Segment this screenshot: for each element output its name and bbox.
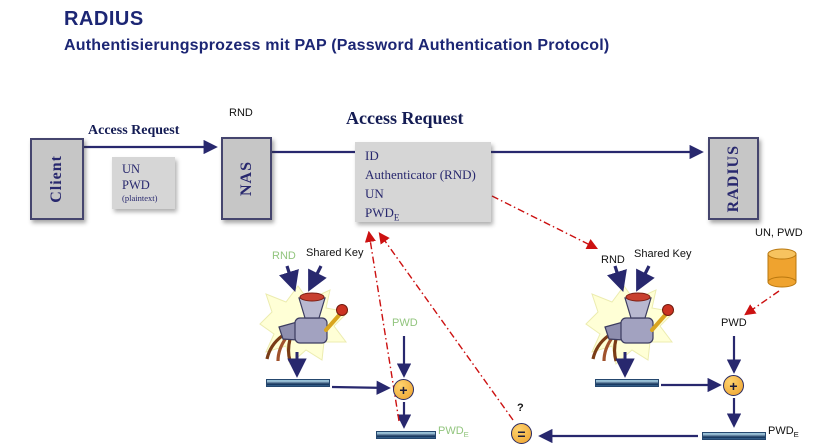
credentials-un: UN <box>122 162 141 176</box>
ref-arrow-compare-to-packet <box>378 232 514 421</box>
arrow-right-sharedkey-into-grinder <box>636 265 655 292</box>
access-request-label-main: Access Request <box>346 108 464 128</box>
packet-field-id: ID <box>365 148 379 163</box>
client-node: Client <box>30 138 84 220</box>
nas-node: NAS <box>221 137 272 220</box>
credential-store-cylinder-icon <box>767 248 797 288</box>
access-request-label-left: Access Request <box>88 123 180 138</box>
arrow-left-hash-to-plus <box>331 380 391 395</box>
client-node-label: Client <box>48 155 65 203</box>
rnd-above-nas-label: RND <box>229 107 253 119</box>
nas-node-label: NAS <box>237 160 255 196</box>
right-pwd-e-label: PWDE <box>768 425 799 440</box>
right-pwd-e-bar <box>702 432 766 440</box>
left-pwd-e-label: PWDE <box>438 425 469 440</box>
right-hash-result-bar <box>595 379 659 387</box>
right-plus-operator: + <box>723 375 744 396</box>
hash-grinder-right-icon <box>584 284 676 366</box>
ref-arrow-packet-to-right-rnd <box>491 195 599 250</box>
arrow-left-sharedkey-into-grinder <box>308 265 327 292</box>
page-subtitle: Authentisierungsprozess mit PAP (Passwor… <box>64 37 610 54</box>
packet-field-pwd-e: PWDE <box>365 205 400 223</box>
credentials-box: UN PWD (plaintext) <box>112 157 175 209</box>
hash-grinder-left-icon <box>258 284 350 366</box>
packet-box: ID Authenticator (RND) UN PWDE <box>355 142 491 223</box>
right-shared-key-label: Shared Key <box>634 248 692 260</box>
credentials-pwd: PWD <box>122 178 150 192</box>
arrow-left-rnd-into-grinder <box>279 265 299 292</box>
right-rnd-label: RND <box>601 254 625 266</box>
radius-node-label: RADIUS <box>724 144 742 213</box>
page-title: RADIUS <box>64 8 144 30</box>
left-pwd-e-bar <box>376 431 436 439</box>
packet-field-authenticator: Authenticator (RND) <box>365 167 476 182</box>
store-un-pwd-label: UN, PWD <box>755 227 803 239</box>
left-plus-operator: + <box>393 379 414 400</box>
left-pwd-label: PWD <box>392 317 418 329</box>
left-hash-result-bar <box>266 379 330 387</box>
compare-question-label: ? <box>517 402 524 414</box>
credentials-plaintext: (plaintext) <box>122 193 158 203</box>
left-shared-key-label: Shared Key <box>306 247 364 259</box>
radius-node: RADIUS <box>708 137 759 220</box>
right-pwd-label: PWD <box>721 317 747 329</box>
packet-field-un: UN <box>365 186 384 201</box>
arrow-right-rnd-into-grinder <box>607 265 627 292</box>
left-rnd-label: RND <box>272 250 296 262</box>
compare-equals-operator: = <box>511 423 532 444</box>
ref-arrow-store-to-pwd <box>744 290 780 316</box>
